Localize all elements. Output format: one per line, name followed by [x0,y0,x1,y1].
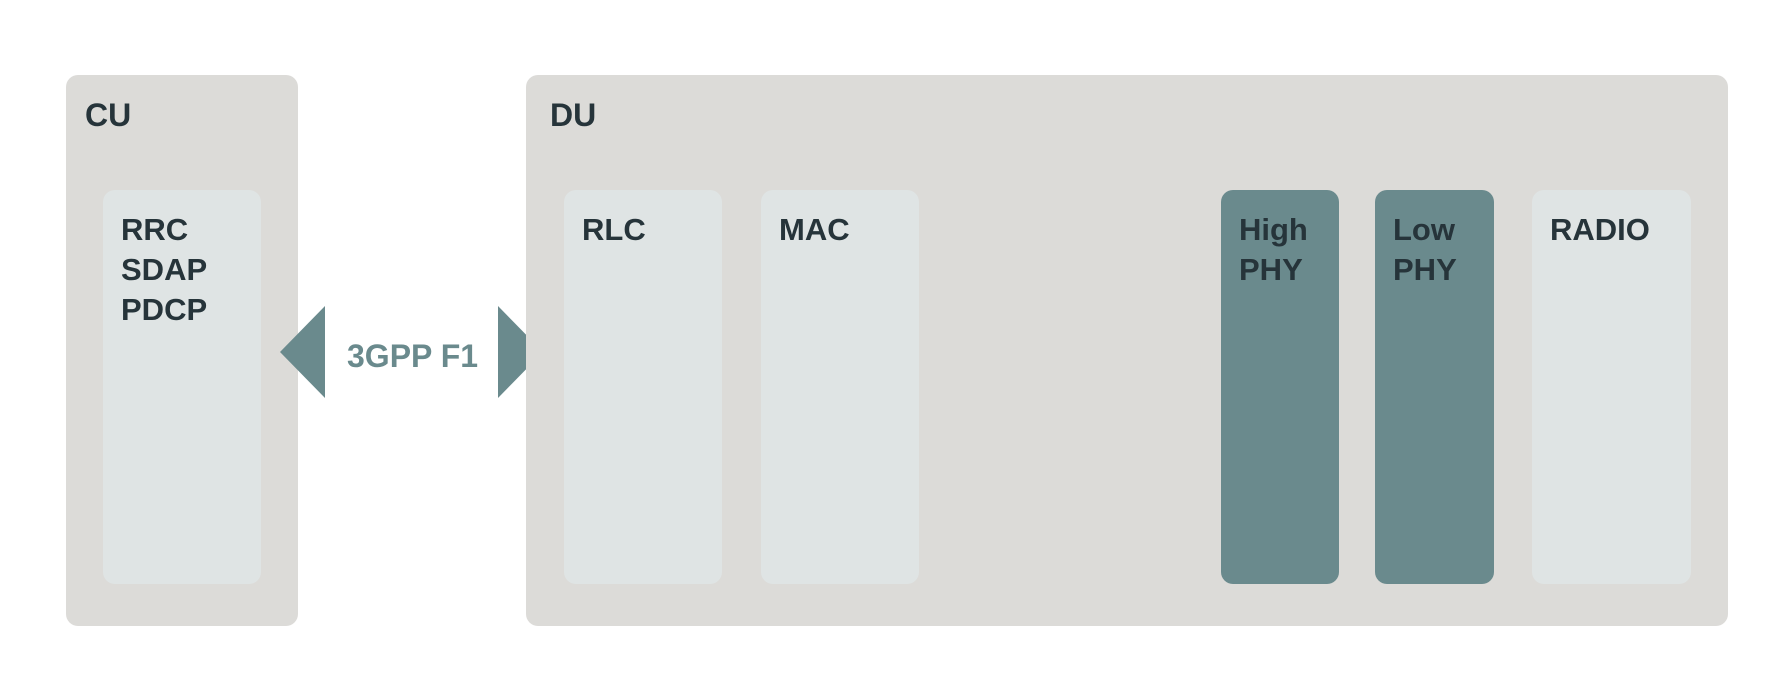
high-phy-block: High PHY [1221,190,1339,584]
low-phy-label-line2: PHY [1393,252,1457,287]
low-phy-label-line1: Low [1393,212,1455,247]
sdap-label: SDAP [121,252,208,287]
radio-block: RADIO [1532,190,1691,584]
rlc-label: RLC [582,212,646,247]
cu-title: CU [85,97,132,133]
f1-interface-label: 3GPP F1 [347,338,479,374]
du-panel: DU RLC MAC High PHY Low PHY RADIO [526,75,1728,626]
mac-label: MAC [779,212,850,247]
high-phy-label-line2: PHY [1239,252,1303,287]
cu-panel: CU RRC SDAP PDCP [66,75,298,626]
high-phy-label-line1: High [1239,212,1308,247]
f1-arrow-left-icon [280,306,325,398]
low-phy-block: Low PHY [1375,190,1494,584]
rlc-block: RLC [564,190,722,584]
rrc-label: RRC [121,212,189,247]
du-title: DU [550,97,597,133]
pdcp-label: PDCP [121,292,208,327]
mac-block: MAC [761,190,919,584]
cu-protocol-block: RRC SDAP PDCP [103,190,261,584]
radio-label: RADIO [1550,212,1650,247]
